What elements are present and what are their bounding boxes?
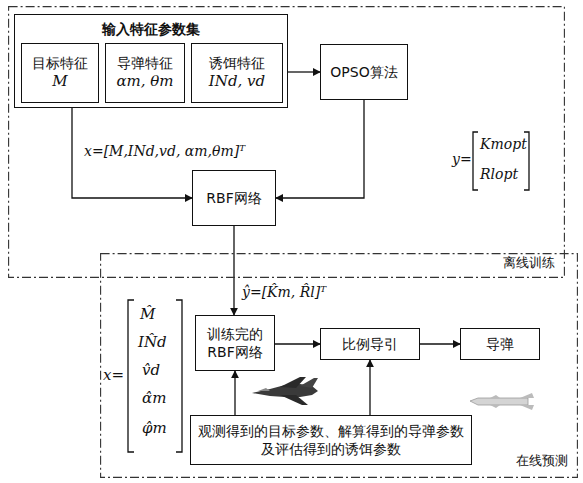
- arrow-connector: [420, 343, 460, 344]
- box-label: 观测得到的目标参数、解算得到的导弹参数及评估得到的诱饵参数: [195, 422, 467, 458]
- group-heading: 输入特征参数集: [15, 20, 287, 38]
- math-symbol: INd, vd: [209, 72, 265, 92]
- vector-entry: Kmopt: [480, 136, 527, 153]
- box-label: 训练完的RBF网络: [200, 325, 270, 361]
- vector-entry: α̂m: [142, 389, 166, 407]
- box-heading: 目标特征: [32, 54, 88, 72]
- vector-label: x=[M,INd,vd, αm,θm]ᵀ: [84, 143, 245, 160]
- feature-box: 目标特征M: [21, 43, 99, 103]
- arrow-connector: [276, 100, 364, 198]
- vector-label: y=: [452, 151, 472, 168]
- box-heading: 导弹特征: [117, 54, 173, 72]
- process-box: 训练完的RBF网络: [195, 315, 275, 371]
- input-box: 观测得到的目标参数、解算得到的导弹参数及评估得到的诱饵参数: [190, 415, 472, 465]
- feature-box: 导弹特征αm, θm: [105, 43, 185, 103]
- vector-bracket: [128, 300, 134, 452]
- feature-set-box: 输入特征参数集目标特征M导弹特征αm, θm诱饵特征INd, vd: [14, 14, 288, 108]
- vector-entry: M̂: [140, 305, 155, 323]
- missile-illustration: [470, 393, 534, 410]
- feature-box: 诱饵特征INd, vd: [191, 43, 283, 103]
- box-label: OPSO算法: [330, 63, 397, 81]
- vector-entry: Rlopt: [480, 166, 518, 183]
- arrow-connector: [369, 360, 370, 415]
- arrow-connector: [234, 371, 235, 415]
- vector-entry: v̂d: [142, 361, 160, 379]
- arrow-connector: [288, 71, 320, 72]
- region-label: 离线训练: [503, 255, 555, 272]
- vector-label: ŷ=[K̂m, R̂l]ᵀ: [242, 284, 326, 301]
- arrow-connector: [233, 226, 234, 315]
- process-box: 导弹: [460, 328, 540, 360]
- box-label: 比例导引: [342, 335, 398, 353]
- math-symbol: αm, θm: [116, 72, 173, 92]
- process-box: OPSO算法: [320, 44, 408, 100]
- box-label: RBF网络: [206, 189, 261, 207]
- jet-illustration: [252, 377, 318, 405]
- region-label: 在线预测: [516, 453, 568, 470]
- math-symbol: M: [52, 72, 67, 92]
- arrow-connector: [275, 343, 320, 344]
- vector-bracket: [176, 300, 182, 452]
- online-region: 在线预测 训练完的RBF网络 比例导引 导弹观测得到的目标参数、解算得到的导弹参数及评…: [100, 253, 578, 478]
- vector-label: x=: [103, 366, 124, 384]
- process-box: RBF网络: [192, 170, 276, 226]
- box-label: 导弹: [486, 335, 514, 353]
- process-box: 比例导引: [320, 328, 420, 360]
- vector-bracket: [473, 132, 478, 190]
- vector-entry: IN̂d: [138, 333, 167, 351]
- box-heading: 诱饵特征: [209, 54, 265, 72]
- vector-entry: φ̂m: [142, 419, 167, 437]
